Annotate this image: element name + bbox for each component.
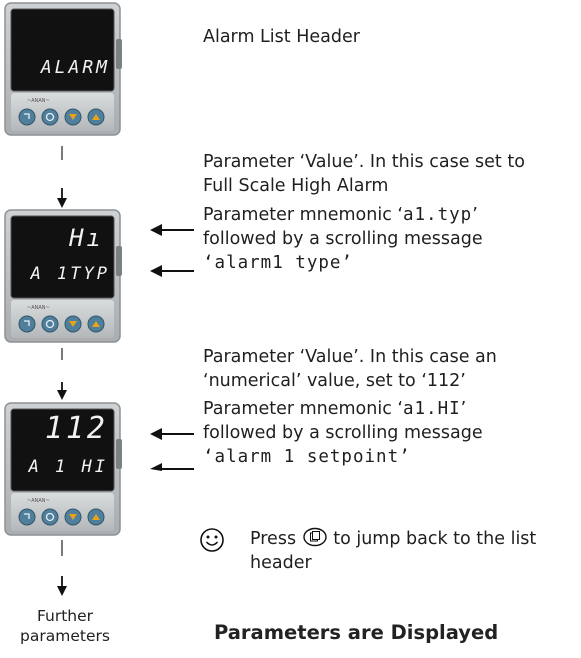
value-note-2: Parameter ‘Value’. In this case an ‘nume… (203, 345, 497, 393)
value-note-1: Parameter ‘Value’. In this case set to F… (203, 150, 525, 198)
display-bottom-mnemonic: A 1TYP (30, 264, 110, 284)
controller-device-1: ~ANAN~ ALARM (3, 1, 122, 137)
display-top-value: Hı (69, 224, 104, 252)
scroll-message-1: ‘alarm1 type’ (203, 253, 353, 273)
mnemonic-note-2: Parameter mnemonic ‘a1.HI’ followed by a… (203, 397, 483, 469)
pointer-arrows-1 (150, 224, 194, 277)
alarm-list-header-label: Alarm List Header (203, 27, 360, 47)
connector-arrow-1 (57, 146, 67, 208)
smiley-icon (200, 528, 224, 552)
controller-device-3: ~ANAN~ 112 A 1 HI (3, 401, 122, 537)
connector-arrow-3 (57, 540, 67, 596)
controller-bezel: ~ANAN~ (4, 402, 122, 536)
page-button-icon (302, 527, 327, 547)
display-bottom-mnemonic: A 1 HI (28, 457, 108, 477)
value-note-1-line-2: Full Scale High Alarm (203, 176, 389, 196)
further-parameters-label: Further parameters (10, 606, 120, 646)
further-line-1: Further (36, 607, 94, 625)
mnemonic-note-1-line-2: followed by a scrolling message (203, 229, 483, 249)
press-note-line-2: header (250, 553, 312, 573)
connector-arrow-2 (57, 348, 67, 400)
press-note-line-1: Press to jump back to the list (250, 527, 537, 549)
pointer-arrows-2 (150, 428, 194, 471)
mnemonic-note-2-line-1: Parameter mnemonic ‘a1.HI’ (203, 399, 467, 419)
controller-device-2: ~ANAN~ Hı A 1TYP (3, 208, 122, 344)
value-note-2-line-2: ‘numerical’ value, set to ‘112’ (203, 371, 466, 391)
svg-text:~ANAN~: ~ANAN~ (27, 305, 50, 311)
further-line-2: parameters (20, 627, 110, 645)
press-note: Press to jump back to the list header (250, 527, 536, 575)
svg-text:~ANAN~: ~ANAN~ (27, 498, 50, 504)
mnemonic-note-2-line-2: followed by a scrolling message (203, 423, 483, 443)
scroll-message-2: ‘alarm 1 setpoint’ (203, 447, 411, 467)
display-bottom-mnemonic: ALARM (40, 57, 110, 78)
value-note-2-line-1: Parameter ‘Value’. In this case an (203, 347, 497, 367)
controller-bezel: ~ANAN~ (4, 209, 122, 343)
display-top-value: 112 (44, 411, 108, 446)
mnemonic-note-1: Parameter mnemonic ‘a1.typ’ followed by … (203, 203, 483, 275)
controller-bezel: ~ANAN~ (4, 2, 122, 136)
footer-title: Parameters are Displayed (214, 621, 499, 644)
svg-text:~ANAN~: ~ANAN~ (27, 98, 50, 104)
mnemonic-note-1-line-1: Parameter mnemonic ‘a1.typ’ (203, 205, 478, 225)
value-note-1-line-1: Parameter ‘Value’. In this case set to (203, 152, 525, 172)
